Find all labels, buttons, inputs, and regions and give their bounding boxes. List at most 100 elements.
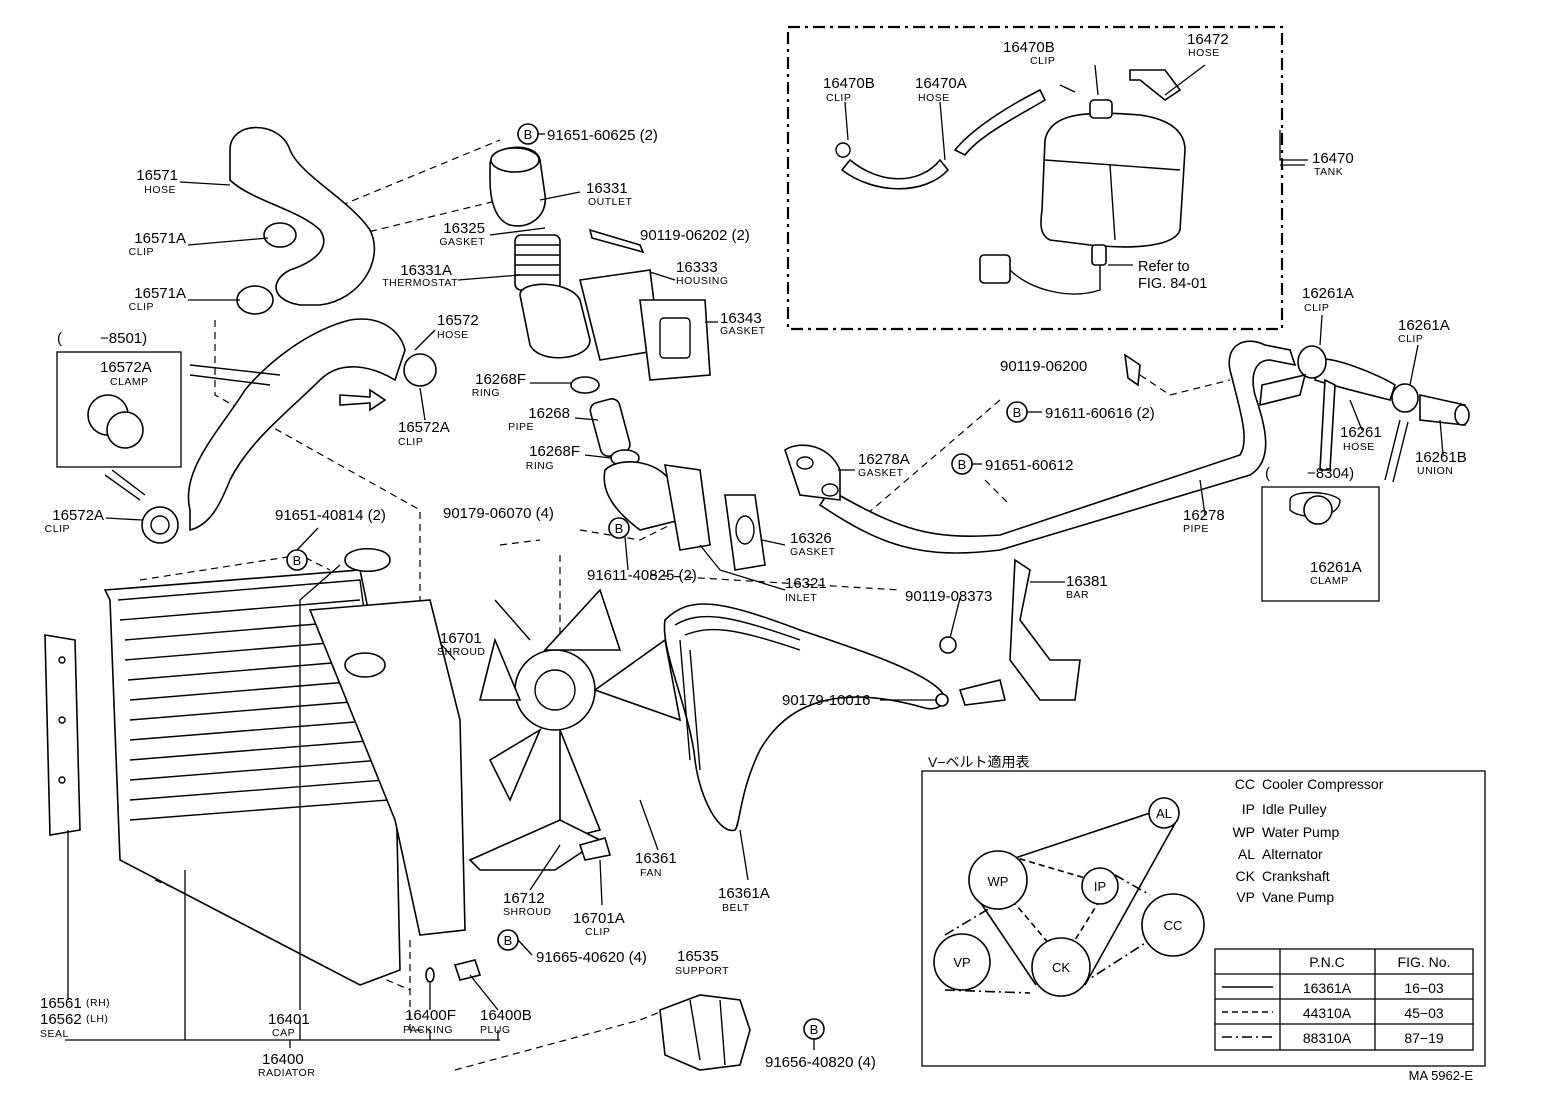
svg-text:BAR: BAR: [1066, 589, 1089, 601]
b-marker: B: [497, 929, 519, 951]
svg-text:CLAMP: CLAMP: [1310, 575, 1349, 587]
svg-text:RING: RING: [472, 387, 500, 399]
svg-text:INLET: INLET: [785, 592, 817, 604]
leader-lines: [65, 64, 1444, 1048]
svg-text:16361: 16361: [635, 850, 677, 867]
b-marker: B: [517, 123, 539, 145]
svg-text:TANK: TANK: [1314, 166, 1343, 178]
svg-text:AL: AL: [1238, 846, 1255, 862]
reservoir-tank-16470: [835, 69, 1186, 295]
svg-text:16381: 16381: [1066, 573, 1108, 590]
svg-text:CAP: CAP: [272, 1027, 295, 1039]
svg-text:B: B: [615, 521, 624, 536]
svg-text:16712: 16712: [503, 890, 545, 907]
svg-text:16261B: 16261B: [1415, 449, 1467, 466]
svg-text:Alternator: Alternator: [1262, 846, 1323, 862]
svg-text:(: (: [1265, 465, 1270, 482]
svg-text:HOSE: HOSE: [1343, 441, 1375, 453]
svg-text:UNION: UNION: [1417, 465, 1453, 477]
svg-text:(: (: [57, 330, 62, 347]
refer-to-note: Refer to FIG. 84-01: [1138, 259, 1207, 292]
svg-text:PIPE: PIPE: [508, 421, 534, 433]
b-marker: B: [803, 1018, 825, 1040]
pulley-wp: WP: [968, 850, 1028, 910]
svg-text:THERMOSTAT: THERMOSTAT: [382, 277, 458, 289]
svg-text:16268F: 16268F: [475, 371, 526, 388]
legend-desc: Cooler Compressor: [1262, 776, 1384, 792]
svg-text:PIPE: PIPE: [1183, 523, 1209, 535]
svg-text:VP: VP: [1236, 889, 1255, 905]
b-marker: B: [1006, 401, 1028, 423]
svg-text:91651-60612: 91651-60612: [985, 457, 1073, 474]
svg-text:CLAMP: CLAMP: [110, 376, 149, 388]
svg-text:16278: 16278: [1183, 507, 1225, 524]
svg-text:16572A: 16572A: [52, 507, 104, 524]
svg-text:CK: CK: [1052, 960, 1070, 975]
svg-text:CLIP: CLIP: [1398, 333, 1423, 345]
part-callout-seal: 16561 (RH) 16562 (LH) SEAL: [40, 995, 110, 1040]
svg-text:CLIP: CLIP: [398, 436, 423, 448]
lower-hose-16572: [187, 318, 406, 532]
svg-text:16400F: 16400F: [405, 1007, 456, 1024]
svg-text:16321: 16321: [785, 575, 827, 592]
upper-hose-16571: [229, 126, 376, 306]
svg-text:16261: 16261: [1340, 424, 1382, 441]
svg-text:CLIP: CLIP: [1030, 55, 1055, 67]
svg-text:16361A: 16361A: [1303, 980, 1352, 996]
svg-text:IP: IP: [1242, 801, 1255, 817]
svg-text:(RH): (RH): [86, 997, 110, 1009]
svg-text:SHROUD: SHROUD: [503, 906, 552, 918]
drain-plug-16400B: [453, 959, 482, 981]
hose-clips: [87, 222, 437, 544]
hardware-callout-90179-06070: 90179-06070 (4): [443, 505, 554, 522]
svg-text:FAN: FAN: [640, 867, 662, 879]
svg-text:16561: 16561: [40, 995, 82, 1012]
svg-text:16268: 16268: [528, 405, 570, 422]
svg-text:16400B: 16400B: [480, 1007, 532, 1024]
svg-text:CLIP: CLIP: [129, 301, 154, 313]
svg-text:16562: 16562: [40, 1011, 82, 1028]
support-16535: [659, 994, 751, 1071]
pulley-al: AL: [1148, 797, 1180, 829]
svg-text:B: B: [958, 457, 967, 472]
svg-text:16572: 16572: [437, 312, 479, 329]
hardware-callout-91656-40820: 91656-40820 (4): [765, 1054, 876, 1071]
svg-text:FIG. 84-01: FIG. 84-01: [1138, 276, 1207, 292]
svg-text:91651-60625 (2): 91651-60625 (2): [547, 127, 658, 144]
pipe-16278: [784, 340, 1297, 554]
svg-text:B: B: [504, 933, 513, 948]
svg-text:45−03: 45−03: [1404, 1005, 1444, 1021]
svg-text:16701A: 16701A: [573, 910, 625, 927]
svg-text:HOSE: HOSE: [144, 184, 176, 196]
hardware-callout-90119-06202: 90119-06202 (2): [640, 227, 750, 244]
svg-text:16535: 16535: [677, 948, 719, 965]
svg-text:16331: 16331: [586, 180, 628, 197]
svg-text:91611-60616 (2): 91611-60616 (2): [1045, 405, 1155, 422]
svg-text:GASKET: GASKET: [858, 467, 904, 479]
fan-16361: [468, 588, 682, 871]
svg-text:16333: 16333: [676, 259, 718, 276]
svg-text:87−19: 87−19: [1404, 1030, 1444, 1046]
b-marker: B: [951, 453, 973, 475]
bar-16381: [935, 558, 1081, 707]
svg-text:CLIP: CLIP: [129, 246, 154, 258]
